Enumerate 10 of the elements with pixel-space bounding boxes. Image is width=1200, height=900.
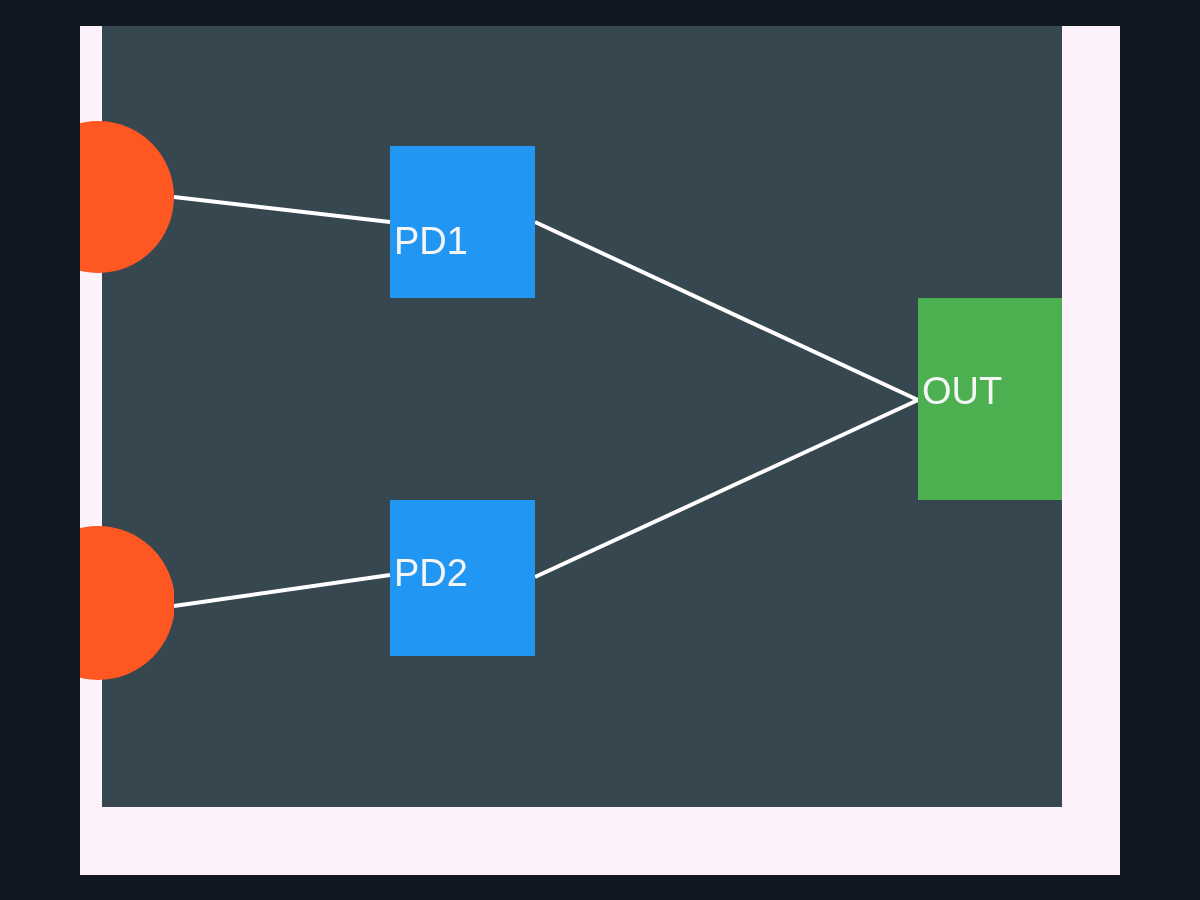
box-label: OUT [922, 372, 1003, 410]
connector-line [534, 220, 919, 402]
connector-line [534, 398, 919, 579]
connector-line [173, 573, 391, 608]
box-label: PD1 [394, 222, 468, 260]
block-box [390, 500, 535, 656]
box-label: PD2 [394, 554, 468, 592]
block-box [390, 146, 535, 298]
connector-line [173, 195, 391, 224]
block-box [918, 298, 1062, 500]
